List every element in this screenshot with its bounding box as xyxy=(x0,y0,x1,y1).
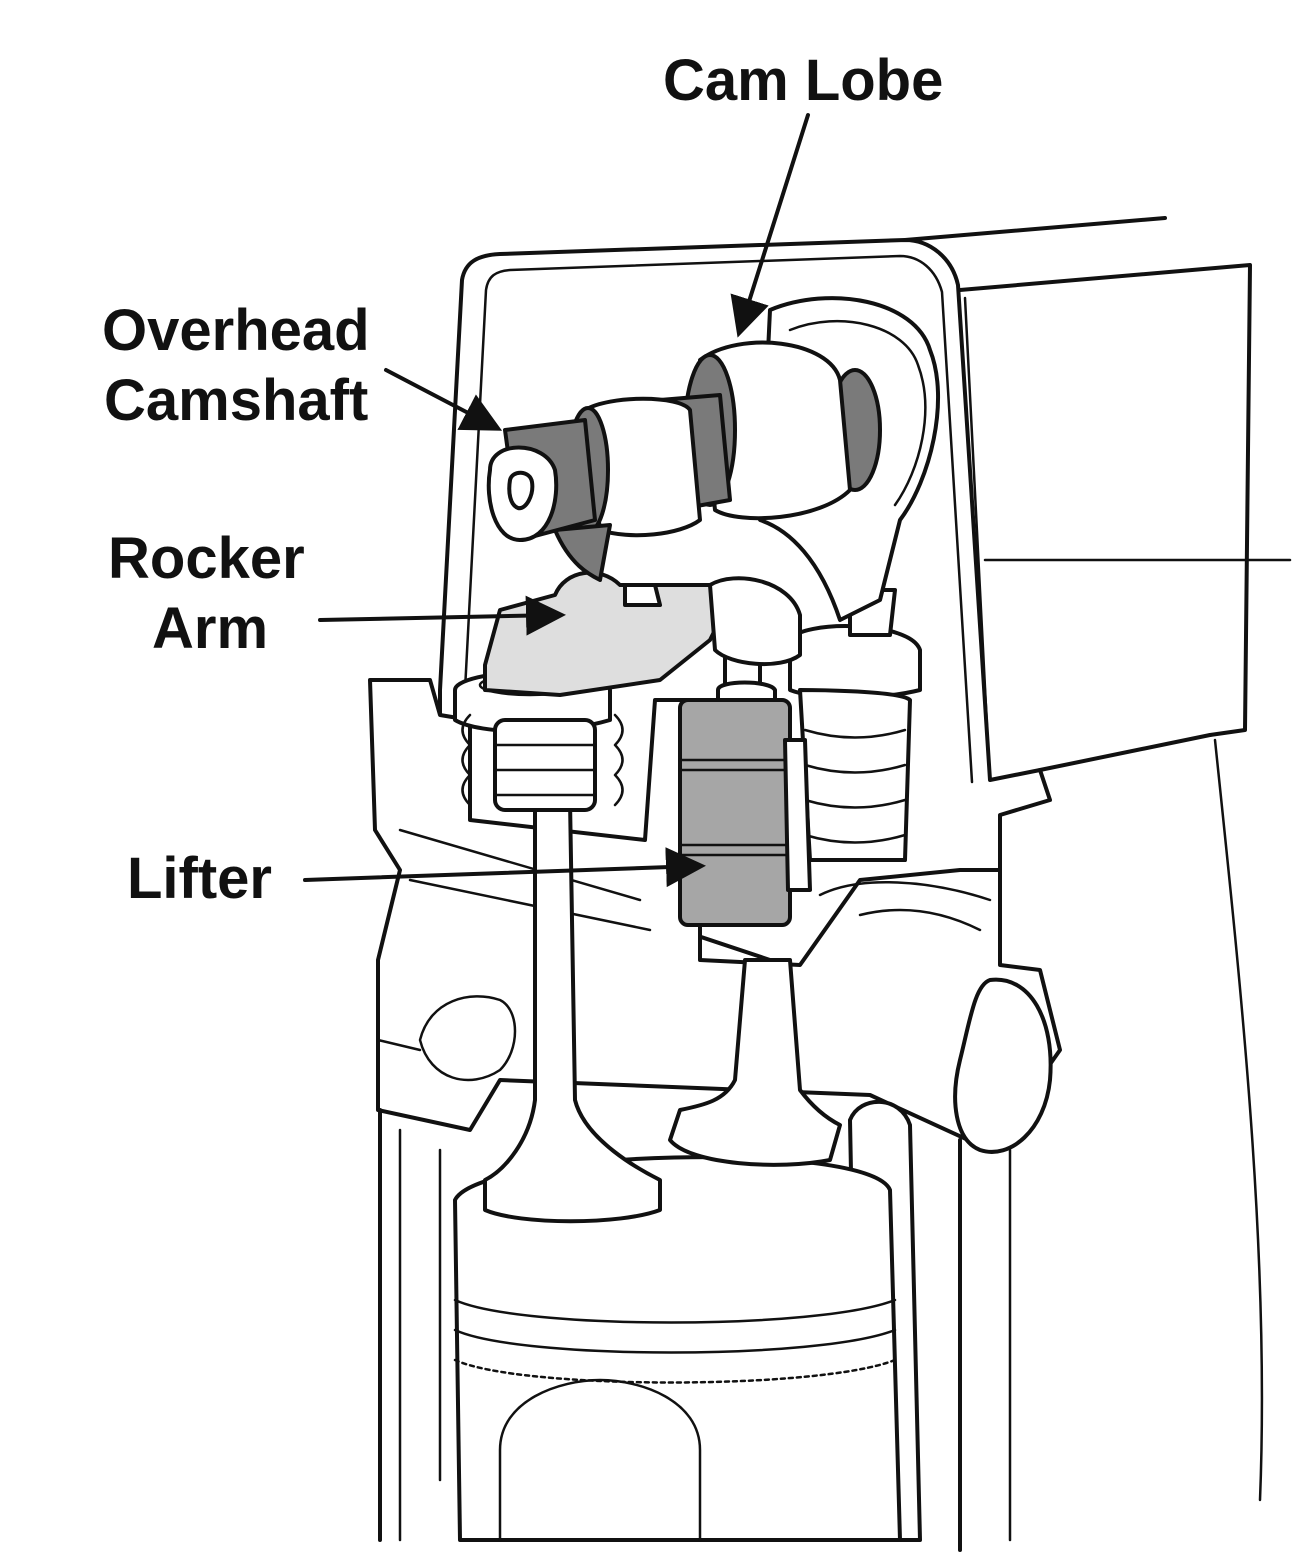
overhead-camshaft-label-line1: Overhead xyxy=(102,298,370,363)
label-rocker-arm: Rocker Arm xyxy=(108,526,566,661)
lifter-arrow xyxy=(303,847,706,888)
lifter xyxy=(678,638,812,927)
label-lifter: Lifter xyxy=(127,846,706,911)
exhaust-valve-spring xyxy=(788,588,922,862)
rocker-arm-arrow xyxy=(318,595,566,636)
rocker-arm-label-line2: Arm xyxy=(152,596,268,661)
overhead-camshaft xyxy=(486,296,941,622)
rocker-arm-label-line1: Rocker xyxy=(108,526,305,591)
exhaust-valve xyxy=(668,958,842,1167)
label-overhead-camshaft: Overhead Camshaft xyxy=(102,298,503,433)
overhead-camshaft-arrow xyxy=(384,368,503,431)
label-cam-lobe: Cam Lobe xyxy=(663,48,943,338)
lifter-label: Lifter xyxy=(127,846,272,911)
intake-valve xyxy=(483,798,662,1224)
cam-lobe-arrow xyxy=(730,113,810,338)
cam-lobe-label: Cam Lobe xyxy=(663,48,943,113)
overhead-camshaft-label-line2: Camshaft xyxy=(104,368,368,433)
